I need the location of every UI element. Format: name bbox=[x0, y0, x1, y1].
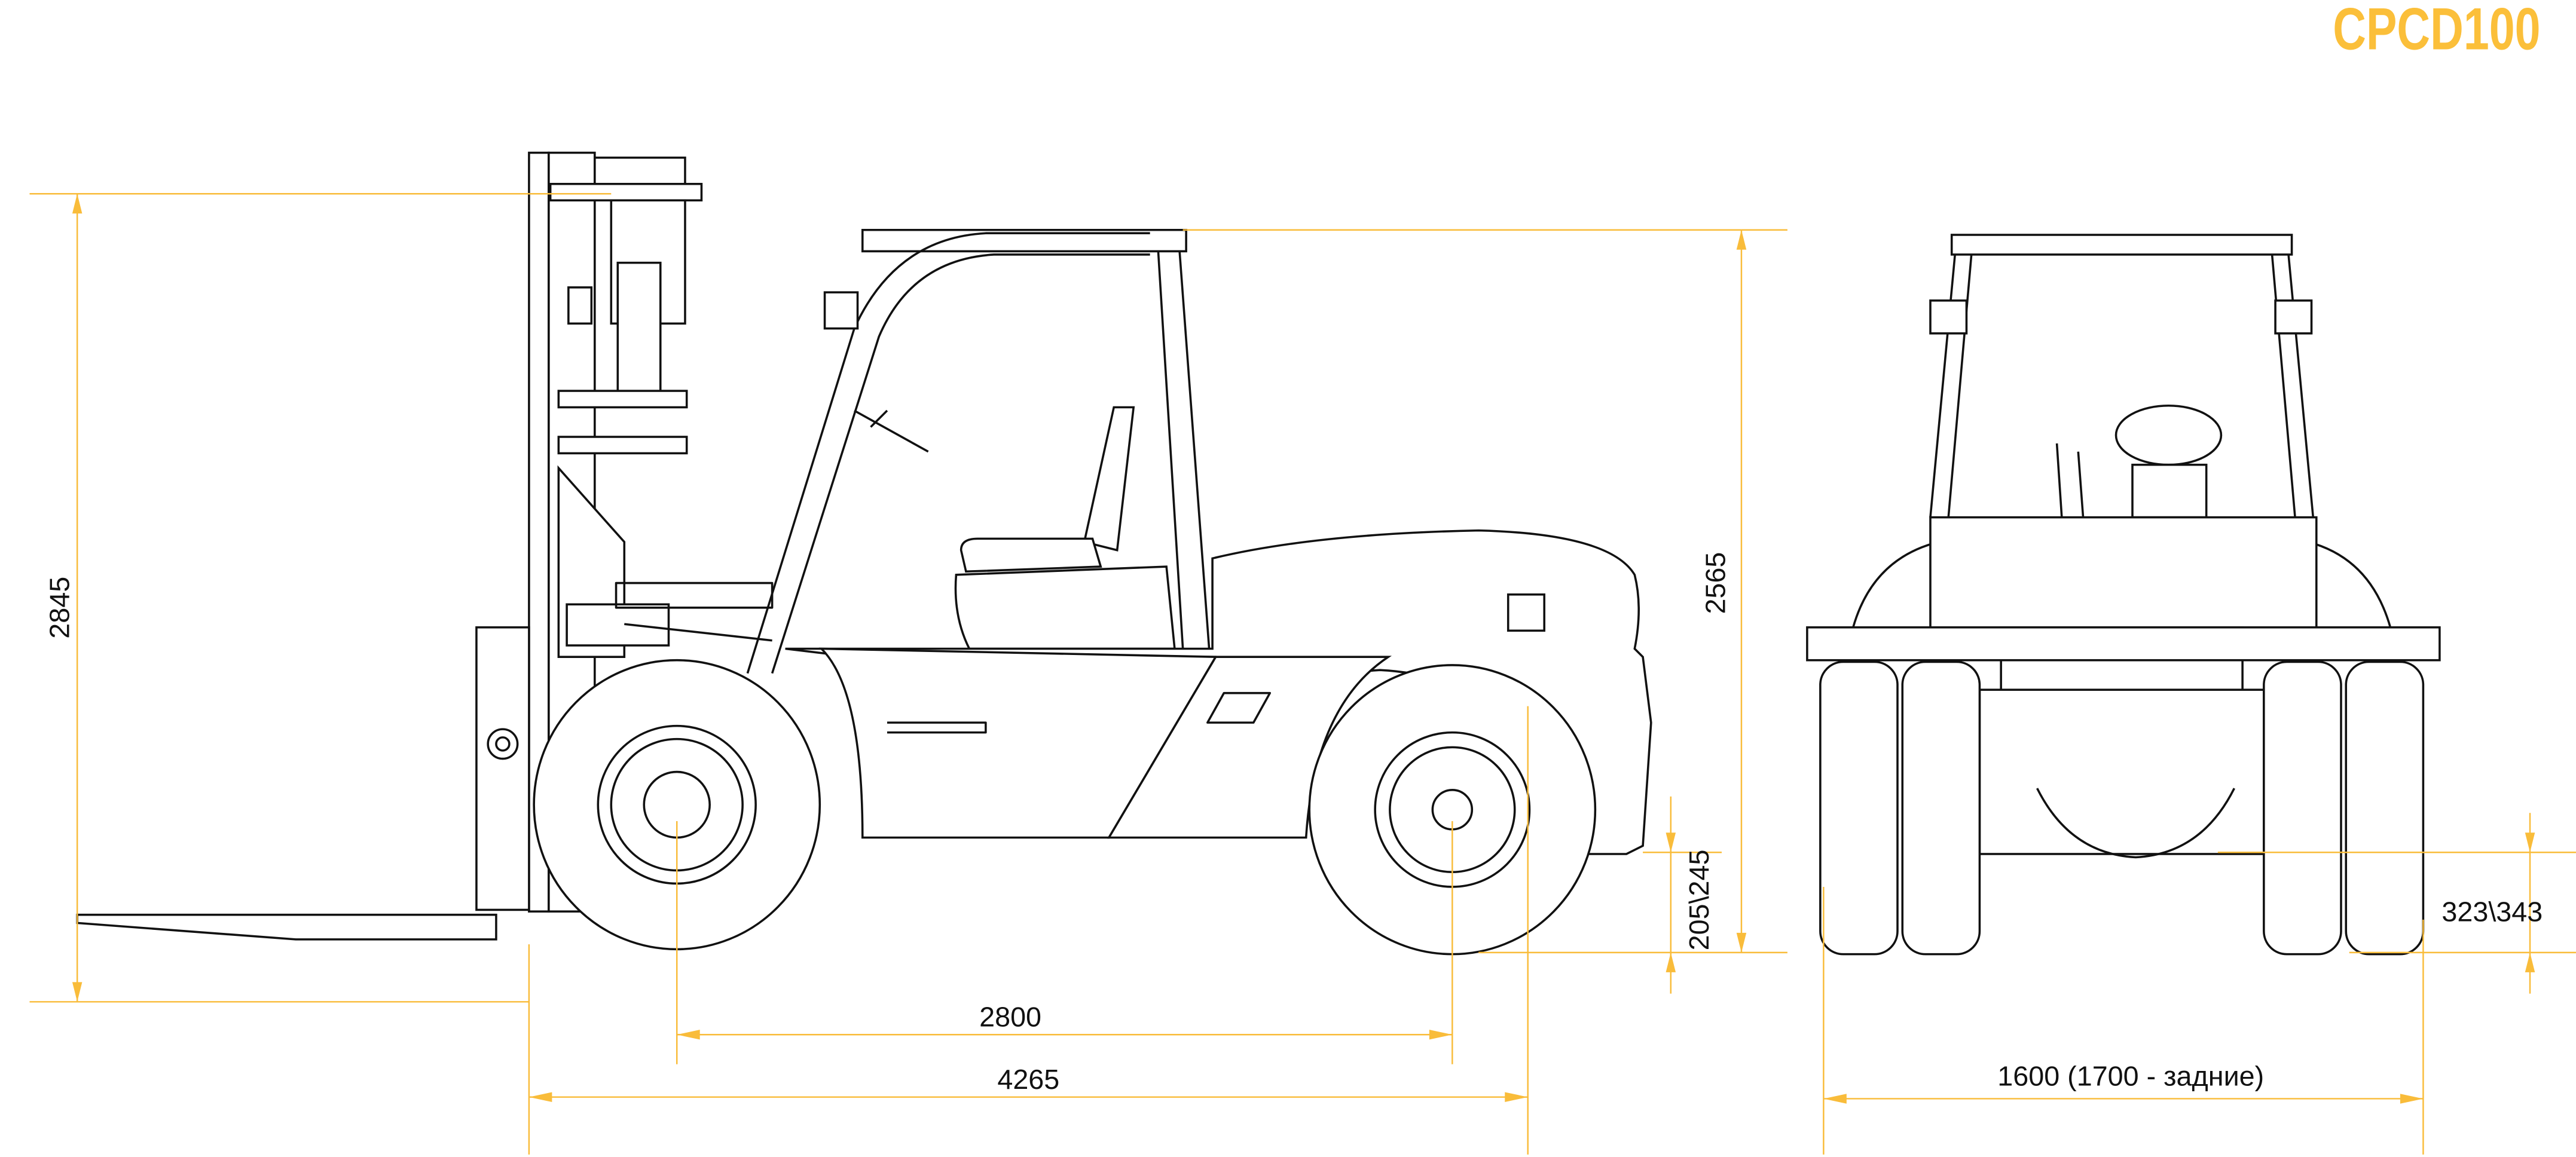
dim-overall-height: 2845 bbox=[44, 577, 75, 639]
dim-ground-clearance-side: 205\245 bbox=[1683, 850, 1715, 951]
front-right-outer-tire bbox=[2345, 660, 2425, 956]
model-title: CPCD100 bbox=[2333, 0, 2540, 62]
dim-ground-clearance-front: 323\343 bbox=[2441, 896, 2543, 928]
dim-guard-height: 2565 bbox=[1700, 552, 1731, 614]
front-left-outer-tire bbox=[1819, 660, 1899, 956]
fork bbox=[76, 626, 530, 941]
chassis-body bbox=[615, 529, 1652, 855]
seat bbox=[954, 406, 1176, 650]
dim-track-width: 1600 (1700 - задние) bbox=[1997, 1060, 2264, 1091]
dim-overall-length: 4265 bbox=[997, 1064, 1059, 1095]
dim-wheelbase: 2800 bbox=[979, 1002, 1041, 1033]
dimension-lines bbox=[29, 193, 2576, 1155]
side-view bbox=[76, 151, 1652, 956]
front-left-inner-tire bbox=[1901, 660, 1981, 956]
front-right-inner-tire bbox=[2263, 660, 2342, 956]
front-view bbox=[1806, 234, 2441, 956]
overhead-guard bbox=[746, 228, 1211, 674]
